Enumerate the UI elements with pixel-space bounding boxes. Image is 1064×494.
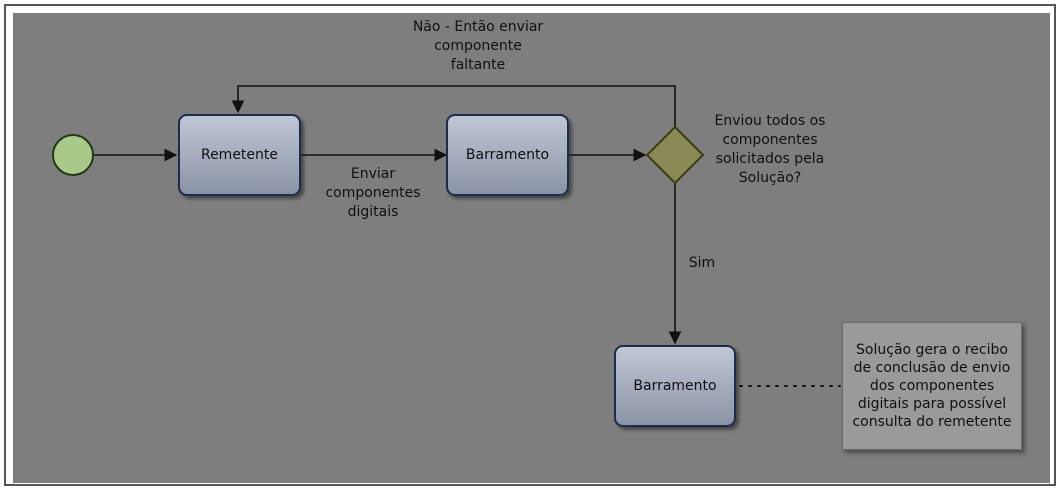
task-remetente-label: Remetente: [200, 147, 279, 163]
task-barramento-final-label: Barramento: [633, 378, 717, 394]
start-event[interactable]: [52, 134, 94, 176]
text-annotation: Solução gera o recibo de conclusão de en…: [842, 322, 1022, 450]
flow-label-yes: Sim: [688, 255, 716, 271]
decision-gateway[interactable]: [645, 125, 705, 185]
flow-label-no: Não - Então enviar componente faltante: [412, 19, 544, 73]
task-remetente[interactable]: Remetente: [178, 114, 301, 196]
task-barramento-final[interactable]: Barramento: [614, 345, 736, 427]
flow-gateway-no-loop: [231, 85, 676, 127]
task-barramento[interactable]: Barramento: [446, 114, 569, 196]
flow-label-send: Enviar componentes digitais: [325, 166, 421, 220]
task-barramento-label: Barramento: [465, 147, 550, 163]
gateway-question: Enviou todos os componentes solicitados …: [714, 113, 826, 186]
